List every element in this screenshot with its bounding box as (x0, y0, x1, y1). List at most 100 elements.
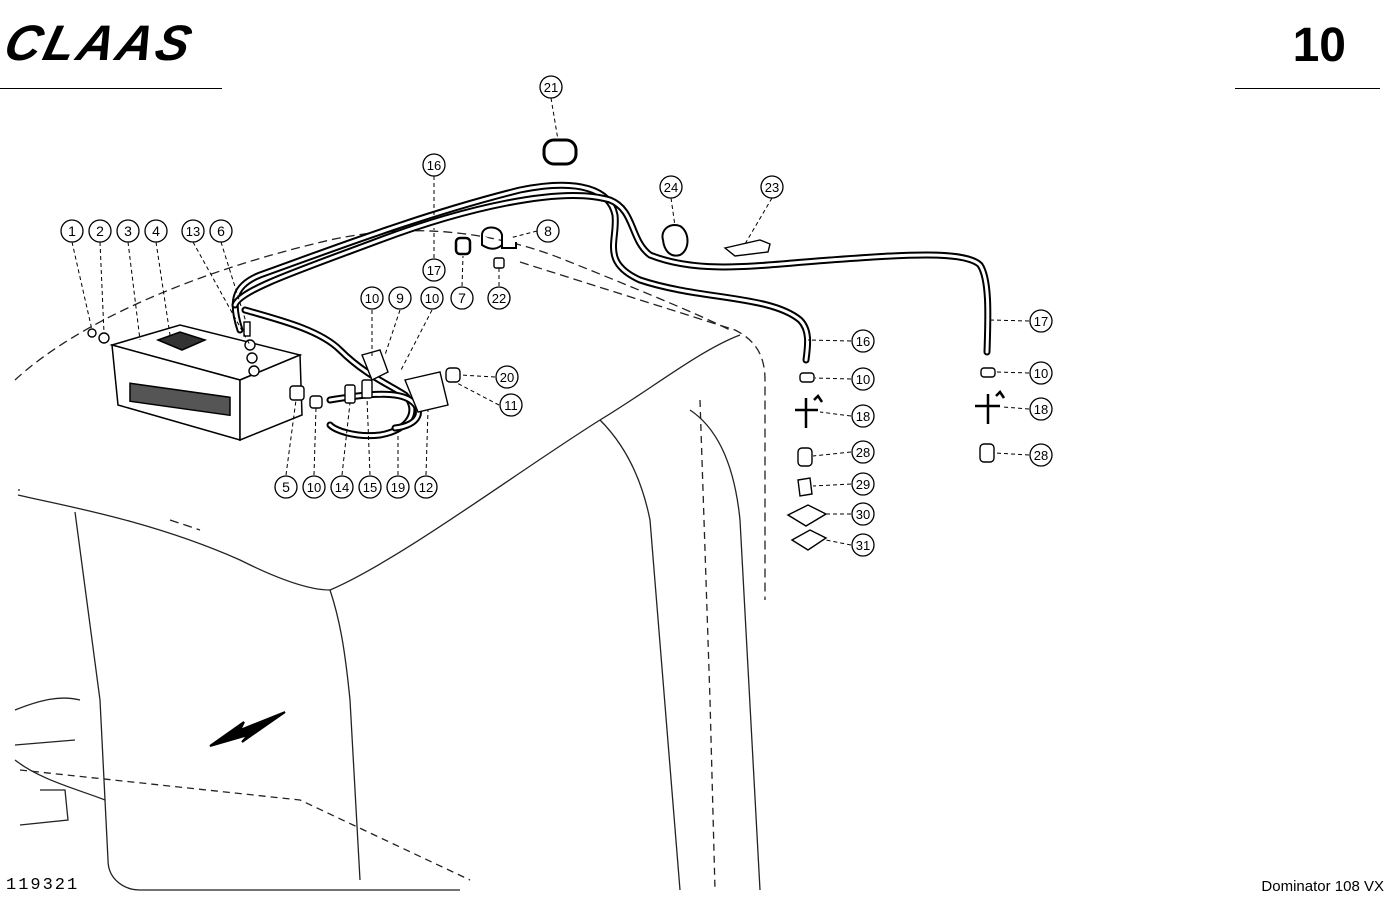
heater-unit (109, 324, 303, 442)
callout-circle (499, 393, 523, 417)
callout-22: 22 (487, 286, 511, 310)
callout-circle (1029, 443, 1053, 467)
callout-circle (851, 533, 875, 557)
machine-outline (14, 230, 766, 891)
leader-15 (366, 397, 371, 476)
leader-21 (550, 97, 559, 141)
callout-18: 18 (1029, 397, 1053, 421)
callout-23: 23 (760, 175, 784, 199)
callout-label: 15 (363, 480, 377, 495)
part-14-connector (344, 384, 356, 404)
callout-8: 8 (536, 219, 560, 243)
callout-label: 16 (427, 158, 441, 173)
callout-circle (422, 153, 446, 177)
model-name: Dominator 108 VX (1261, 878, 1384, 895)
callout-14: 14 (330, 475, 354, 499)
callout-label: 10 (365, 291, 379, 306)
leader-18-center (819, 411, 852, 417)
callout-10: 10 (420, 286, 444, 310)
cab-side-panel (689, 409, 761, 891)
leader-4 (155, 241, 171, 336)
callout-6: 6 (209, 219, 233, 243)
callout-label: 23 (765, 180, 779, 195)
callout-circle (851, 440, 875, 464)
callout-13: 13 (181, 219, 205, 243)
callout-31: 31 (851, 533, 875, 557)
leader-10-lower (313, 407, 317, 476)
callout-30: 30 (851, 502, 875, 526)
part-18-tee-valve (795, 394, 824, 428)
direction-arrow-icon (209, 711, 286, 747)
callout-circle (1029, 397, 1053, 421)
lower-step-outline (14, 697, 106, 826)
callout-circle (851, 367, 875, 391)
callout-10: 10 (1029, 361, 1053, 385)
lower-dashed-outline (19, 769, 471, 881)
callout-circle (851, 502, 875, 526)
callout-circle (209, 219, 233, 243)
leader-17-right (989, 319, 1030, 322)
callout-label: 28 (856, 445, 870, 460)
callout-5: 5 (274, 475, 298, 499)
part-10-nut-center (799, 372, 815, 383)
callout-4: 4 (144, 219, 168, 243)
callout-circle (659, 175, 683, 199)
roof-dashed-outline (14, 230, 731, 381)
callout-circle (450, 286, 474, 310)
cab-right-panel (599, 419, 681, 891)
leader-23 (744, 197, 773, 245)
callout-label: 18 (1034, 402, 1048, 417)
part-15-connector (361, 379, 373, 399)
callout-circle (1029, 309, 1053, 333)
callout-7: 7 (450, 286, 474, 310)
callout-label: 8 (544, 223, 552, 239)
part-29-nipple (797, 477, 813, 497)
callout-19: 19 (386, 475, 410, 499)
callout-label: 10 (856, 372, 870, 387)
callout-label: 29 (856, 477, 870, 492)
leader-2 (99, 241, 105, 334)
callout-label: 17 (1034, 314, 1048, 329)
callout-label: 31 (856, 538, 870, 553)
part-21-gasket (542, 138, 578, 166)
callout-label: 12 (419, 480, 433, 495)
callout-circle (536, 219, 560, 243)
leader-14 (341, 402, 351, 476)
callout-label: 10 (425, 291, 439, 306)
callout-circle (144, 219, 168, 243)
callout-label: 30 (856, 507, 870, 522)
callout-12: 12 (414, 475, 438, 499)
callout-circle (274, 475, 298, 499)
callout-1: 1 (60, 219, 84, 243)
part-24-hose-clamp (661, 224, 689, 257)
part-31-gasket (790, 529, 828, 551)
callout-10: 10 (851, 367, 875, 391)
leader-16-right (807, 339, 852, 342)
part-5-fitting (289, 385, 305, 401)
callout-label: 18 (856, 409, 870, 424)
part-6-washer-c (248, 365, 260, 377)
callout-circle (414, 475, 438, 499)
callout-circle (851, 329, 875, 353)
leader-3 (127, 241, 141, 341)
leader-10-b (399, 309, 433, 373)
leader-7 (461, 255, 464, 287)
page-number: 10 (1292, 19, 1346, 72)
part-23-bracket (723, 239, 771, 257)
callout-label: 1 (68, 223, 76, 239)
leader-24 (670, 197, 676, 227)
part-6-washer-a (244, 339, 256, 351)
callout-24: 24 (659, 175, 683, 199)
part-12-flange (404, 371, 449, 413)
callout-16: 16 (851, 329, 875, 353)
callout-label: 9 (396, 290, 404, 306)
part-7-grommet (454, 236, 472, 256)
roof-edge-dashed (519, 261, 766, 600)
part-22-nut (493, 257, 505, 269)
part-10-nut-lower (309, 395, 323, 409)
callout-label: 20 (500, 370, 514, 385)
callout-circle (539, 75, 563, 99)
callout-16: 16 (422, 153, 446, 177)
callout-label: 2 (96, 223, 104, 239)
